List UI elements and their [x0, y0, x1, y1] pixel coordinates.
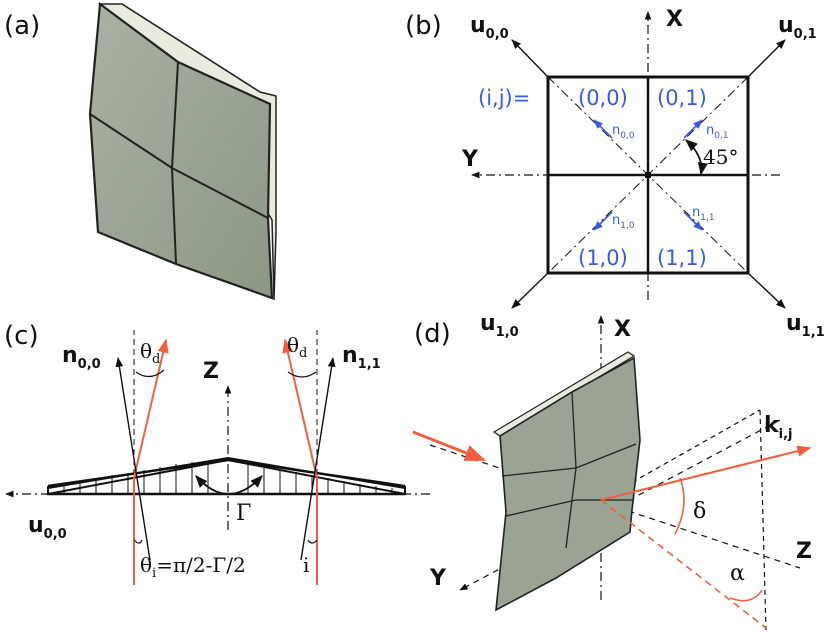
- left-reflected-ray: [133, 338, 169, 479]
- n01-arrow: [683, 119, 703, 139]
- u11-label: u1,1: [786, 311, 825, 340]
- u10-label: u1,0: [480, 311, 519, 340]
- delta-arc: [674, 477, 685, 535]
- n10-arrow: [593, 211, 613, 231]
- u01-arrow: [747, 39, 786, 78]
- u10-arrow: [511, 272, 549, 309]
- theta-d-left-arc: [135, 369, 165, 378]
- theta-i-arc: [133, 539, 143, 544]
- cell-01-label: (0,1): [657, 86, 707, 110]
- panel-d: (d) X Y Z ki,j δ α: [412, 315, 812, 631]
- panel-a-label: (a): [4, 11, 40, 41]
- panel-d-label: (d): [414, 319, 451, 349]
- axis-z-label-c: Z: [203, 359, 219, 384]
- cell-10-label: (1,0): [578, 246, 628, 270]
- gamma-arc: [195, 475, 263, 495]
- plate-d-edge: [492, 351, 636, 437]
- right-normal-n11: [300, 357, 336, 561]
- alpha-label: α: [730, 561, 745, 586]
- n01-label: n0,1: [706, 123, 729, 141]
- n11-arrow: [683, 211, 703, 231]
- axis-x-label-d: X: [614, 317, 631, 342]
- theta-i-label: θi=π/2-Γ/2: [140, 553, 246, 581]
- cell-11-label: (1,1): [657, 246, 707, 270]
- delta-label: δ: [693, 499, 706, 524]
- cell-00-label: (0,0): [578, 86, 628, 110]
- n00-label: n0,0: [612, 123, 635, 141]
- panel-b-label: (b): [405, 11, 442, 41]
- u00-arrow: [511, 39, 549, 78]
- plate-d-crease-h2: [505, 499, 634, 517]
- panel-c: (c) u0,0 Z: [4, 321, 430, 585]
- n10-label: n1,0: [612, 213, 635, 231]
- plate-face: [88, 1, 274, 300]
- u11-arrow: [747, 272, 786, 309]
- axis-z-line-d: [429, 444, 801, 569]
- theta-d-right-arc: [287, 371, 317, 378]
- u01-label: u0,1: [778, 13, 817, 42]
- index-label: (i,j)=: [478, 86, 530, 110]
- alpha-arc: [729, 589, 763, 602]
- facet-profile: [47, 456, 406, 496]
- theta-d-left-label: θd: [140, 339, 160, 367]
- plate-d-face: [495, 356, 641, 612]
- u00-label-c: u0,0: [28, 513, 67, 542]
- projection-ray-d: [600, 499, 767, 629]
- incident-ray-d: [412, 430, 486, 462]
- axis-y-label: Y: [461, 147, 479, 172]
- n00-label-c: n0,0: [62, 343, 101, 372]
- axis-y-label-d: Y: [429, 566, 447, 591]
- angle-arc-45: [685, 139, 708, 176]
- n00-arrow: [593, 119, 613, 139]
- panel-a: (a): [4, 1, 277, 301]
- k-projection-line: [759, 409, 767, 631]
- mirror-plate-d: [492, 351, 641, 612]
- i-arc: [307, 539, 318, 544]
- theta-d-right-label: θd: [287, 333, 307, 361]
- reflected-ray-d: [600, 445, 812, 501]
- plate-d-crease-h1: [501, 443, 637, 477]
- angle-45-label: 45°: [703, 145, 738, 169]
- i-label: i: [303, 553, 309, 577]
- n11-label-c: n1,1: [342, 343, 381, 372]
- mirror-plate-a: [88, 1, 277, 301]
- axis-x-label: X: [666, 7, 683, 32]
- center-point: [645, 172, 651, 178]
- right-reflected-ray: [282, 338, 318, 479]
- u00-label: u0,0: [470, 13, 509, 42]
- k-label: ki,j: [764, 413, 793, 442]
- panel-b: (b) X Y u0,0 u0,1 u1,0 u1,1 (i,j)= (0,0)…: [405, 7, 825, 340]
- gamma-label: Γ: [236, 501, 251, 526]
- plate-crease-horizontal: [89, 113, 269, 219]
- left-normal-n00: [115, 357, 151, 561]
- n11-label: n1,1: [692, 205, 715, 223]
- axis-z-label-d: Z: [796, 539, 812, 564]
- panel-c-label: (c): [4, 321, 39, 351]
